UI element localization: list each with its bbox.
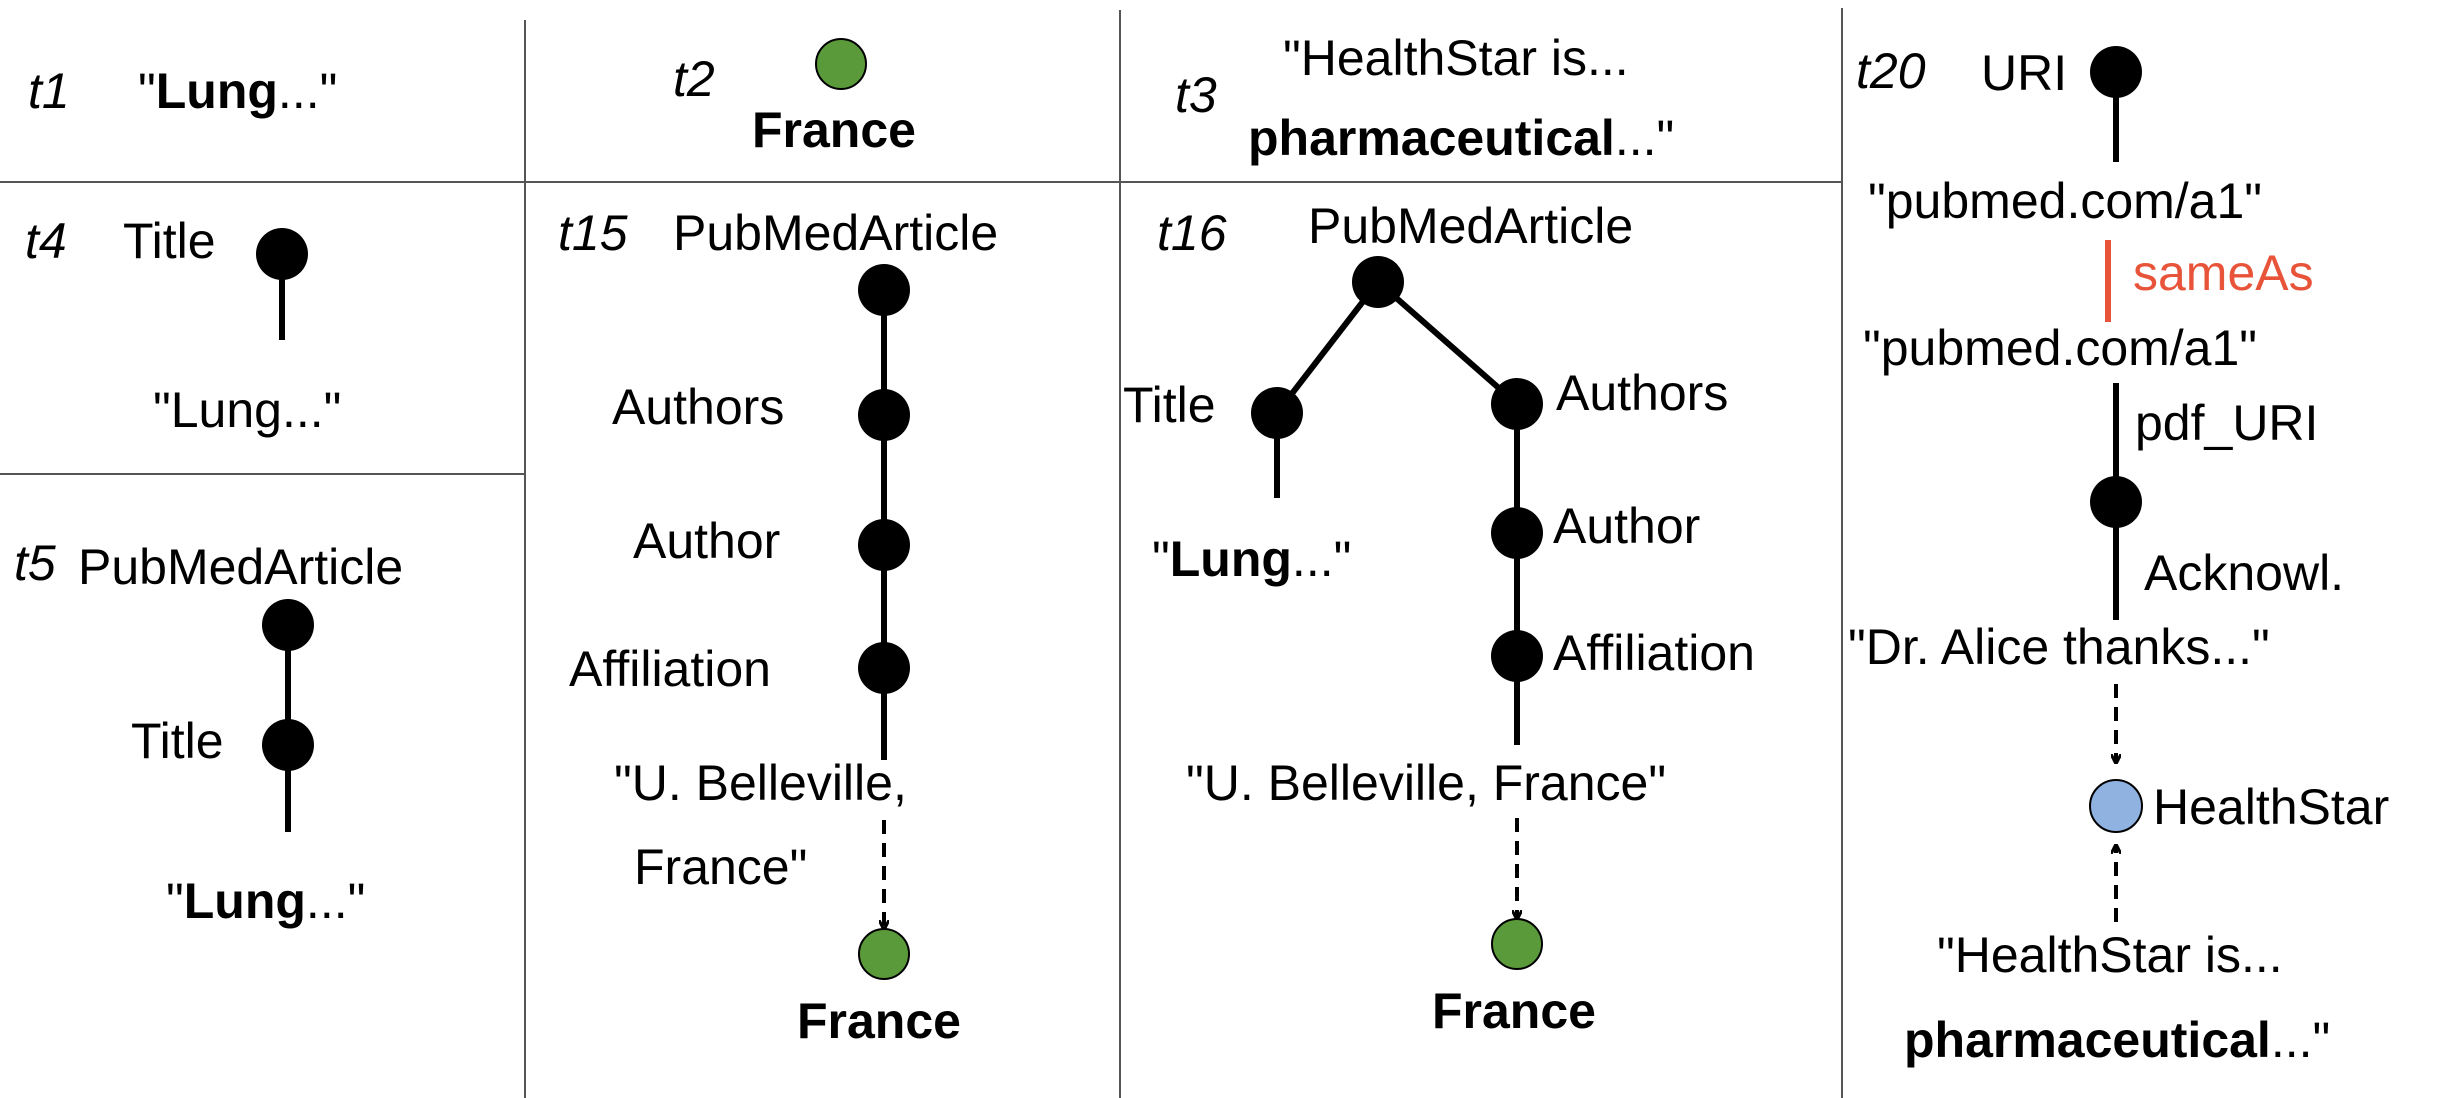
text-snippet: "Lung..." <box>138 63 337 119</box>
entity-label: HealthStar <box>2153 779 2389 835</box>
tree-node <box>256 228 308 280</box>
panel-tag: t20 <box>1856 43 1926 99</box>
panel-tag: t3 <box>1175 67 1217 123</box>
uri-value-1: "pubmed.com/a1" <box>1868 173 2262 229</box>
text-line-1: "HealthStar is... <box>1283 30 1629 86</box>
panel-t5: t5 PubMedArticle Title "Lung..." <box>14 535 403 929</box>
same-as-label: sameAs <box>2133 245 2314 301</box>
panel-tag: t15 <box>558 205 628 261</box>
tree-node-affiliation <box>858 642 910 694</box>
tree-node-child <box>262 719 314 771</box>
panel-tag: t2 <box>673 51 715 107</box>
tree-node-authors <box>1491 378 1543 430</box>
panel-t16: t16 PubMedArticle Title "Lung..." Author… <box>1123 198 1755 1039</box>
panel-t2: t2 France <box>673 38 916 158</box>
tree-node-author <box>858 519 910 571</box>
uri-value-2: "pubmed.com/a1" <box>1863 320 2257 376</box>
panel-t1: t1 "Lung..." <box>28 63 337 119</box>
path-label-affiliation: Affiliation <box>1553 625 1755 681</box>
tree-node-author <box>1491 507 1543 559</box>
path-label-author: Author <box>633 513 780 569</box>
panel-tag: t4 <box>25 213 67 269</box>
panel-tag: t16 <box>1157 205 1227 261</box>
pdf-uri-label: pdf_URI <box>2135 395 2318 451</box>
tree-node-title <box>1251 387 1303 439</box>
tree-edge-left <box>1274 280 1381 415</box>
path-label-affiliation: Affiliation <box>569 641 771 697</box>
tree-node-root <box>2090 46 2142 98</box>
entity-node <box>1491 918 1543 970</box>
panel-tag: t5 <box>14 535 56 591</box>
node-label: Title <box>123 213 216 269</box>
entity-label: France <box>752 102 916 158</box>
path-label-authors: Authors <box>612 379 784 435</box>
text-line-2: pharmaceutical..." <box>1904 1012 2330 1068</box>
title-value: "Lung..." <box>1152 531 1351 587</box>
entity-label: France <box>797 993 961 1049</box>
root-label: URI <box>1981 45 2067 101</box>
node-value: "Lung..." <box>166 873 365 929</box>
child-label-title: Title <box>1123 377 1216 433</box>
panel-tag: t1 <box>28 63 70 119</box>
path-label-author: Author <box>1553 498 1700 554</box>
root-label: PubMedArticle <box>78 539 403 595</box>
tree-node-affiliation <box>1491 630 1543 682</box>
tree-node-authors <box>858 389 910 441</box>
panel-t3: t3 "HealthStar is... pharmaceutical..." <box>1175 30 1674 166</box>
tree-node-root <box>1352 256 1404 308</box>
entity-node <box>815 38 867 90</box>
text-line-2: pharmaceutical..." <box>1248 110 1674 166</box>
ack-label: Acknowl. <box>2144 545 2344 601</box>
node-value: "Lung..." <box>153 382 341 438</box>
root-label: PubMedArticle <box>673 205 998 261</box>
panel-t4: t4 Title "Lung..." <box>25 213 341 438</box>
tree-node-root <box>262 599 314 651</box>
tree-node-pdf <box>2090 476 2142 528</box>
child-label: Title <box>131 713 224 769</box>
path-label-authors: Authors <box>1556 365 1728 421</box>
node-value: "U. Belleville, France" <box>1186 755 1666 811</box>
entity-node <box>2089 779 2143 833</box>
tree-node-root <box>858 264 910 316</box>
panel-t15: t15 PubMedArticle Authors Author Affilia… <box>558 205 998 1049</box>
node-value-line-1: "U. Belleville, <box>614 755 907 811</box>
tree-edge-right <box>1376 279 1519 407</box>
ack-value: "Dr. Alice thanks..." <box>1848 619 2270 675</box>
node-value-line-2: France" <box>634 839 807 895</box>
panel-t20: t20 URI "pubmed.com/a1" sameAs "pubmed.c… <box>1848 43 2389 1068</box>
entity-label: France <box>1432 983 1596 1039</box>
entity-node <box>858 928 910 980</box>
text-line-1: "HealthStar is... <box>1937 927 2283 983</box>
root-label: PubMedArticle <box>1308 198 1633 254</box>
